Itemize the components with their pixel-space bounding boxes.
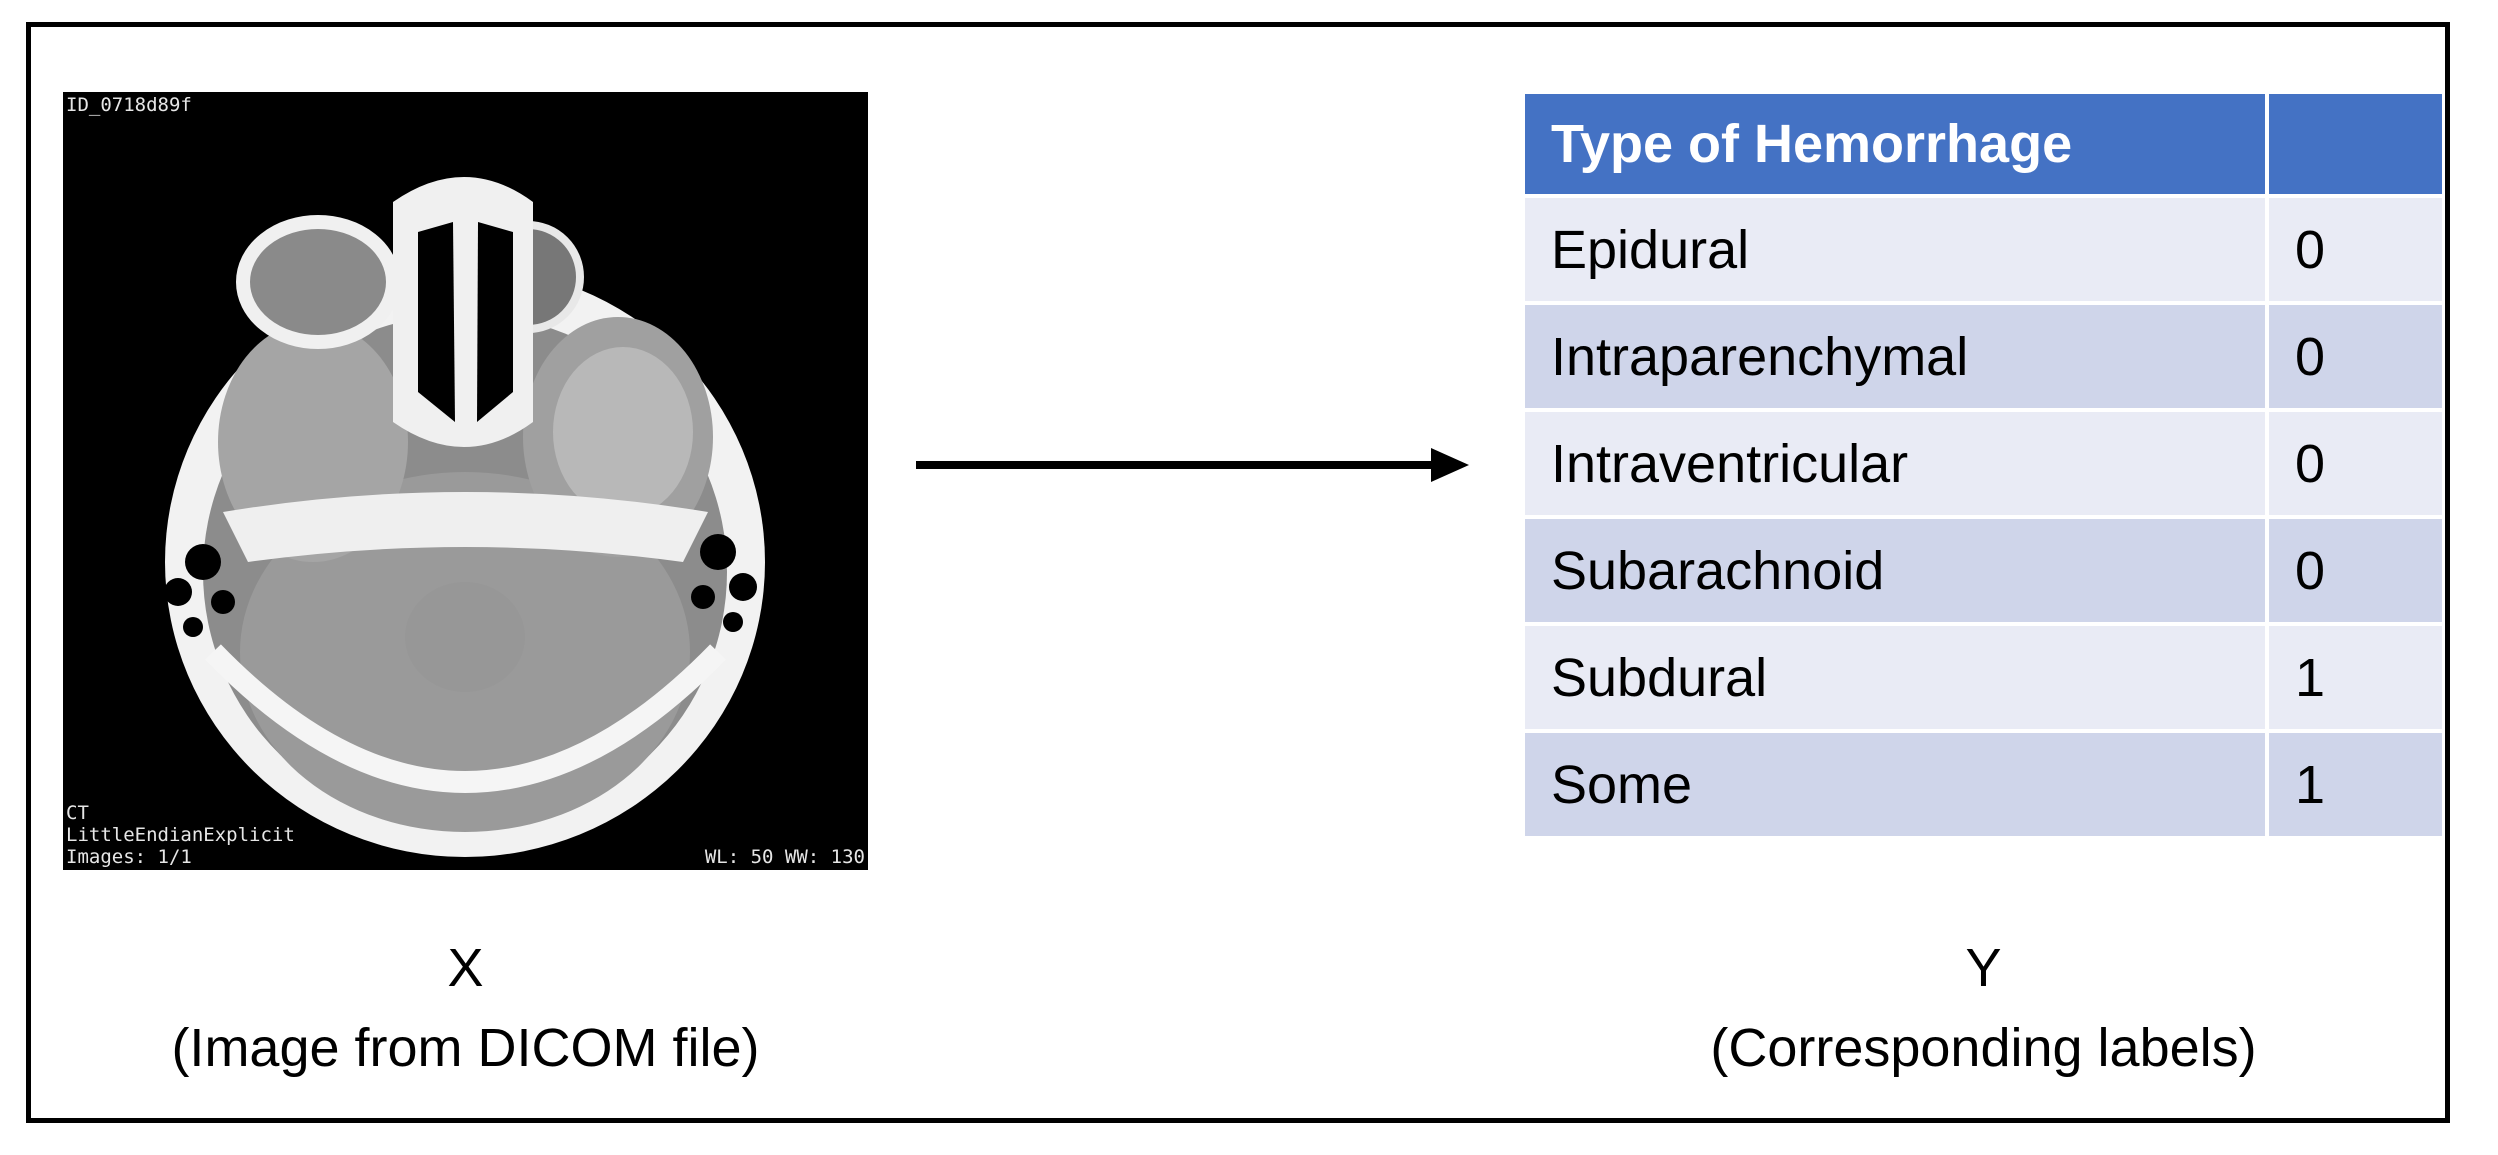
caption-y-symbol: Y (1965, 938, 2002, 998)
row-type: Some (1525, 733, 2269, 840)
table-row: Intraventricular 0 (1525, 412, 2442, 519)
table-row: Intraparenchymal 0 (1525, 305, 2442, 412)
ct-overlay-window: WL: 50 WW: 130 (704, 846, 865, 868)
ct-overlay-id: ID_0718d89f (66, 94, 192, 116)
ct-overlay-modality: CT (66, 802, 89, 824)
table-row: Subdural 1 (1525, 626, 2442, 733)
ct-scan-drawing (164, 177, 765, 857)
row-value: 1 (2269, 733, 2442, 840)
table-header-row: Type of Hemorrhage (1525, 94, 2442, 198)
mapping-arrow (916, 448, 1469, 482)
row-value: 0 (2269, 519, 2442, 626)
table-row: Some 1 (1525, 733, 2442, 840)
row-type: Intraventricular (1525, 412, 2269, 519)
row-type: Intraparenchymal (1525, 305, 2269, 412)
row-value: 0 (2269, 412, 2442, 519)
table-row: Epidural 0 (1525, 198, 2442, 305)
ct-overlay-transfer-syntax: LittleEndianExplicit (66, 824, 295, 846)
caption-x-description: (Image from DICOM file) (171, 1018, 760, 1078)
row-type: Subarachnoid (1525, 519, 2269, 626)
header-value (2269, 94, 2442, 198)
row-type: Epidural (1525, 198, 2269, 305)
hemorrhage-label-table: Type of Hemorrhage Epidural 0 Intraparen… (1525, 94, 2442, 840)
row-value: 1 (2269, 626, 2442, 733)
caption-y: Y (Corresponding labels) (1525, 928, 2442, 1088)
caption-y-description: (Corresponding labels) (1710, 1018, 2257, 1078)
caption-x-symbol: X (447, 938, 484, 998)
header-type-of-hemorrhage: Type of Hemorrhage (1525, 94, 2269, 198)
row-type: Subdural (1525, 626, 2269, 733)
caption-x: X (Image from DICOM file) (63, 928, 868, 1088)
row-value: 0 (2269, 198, 2442, 305)
table-row: Subarachnoid 0 (1525, 519, 2442, 626)
row-value: 0 (2269, 305, 2442, 412)
ct-overlay-images: Images: 1/1 (66, 846, 192, 868)
figure-frame (26, 22, 2450, 1123)
